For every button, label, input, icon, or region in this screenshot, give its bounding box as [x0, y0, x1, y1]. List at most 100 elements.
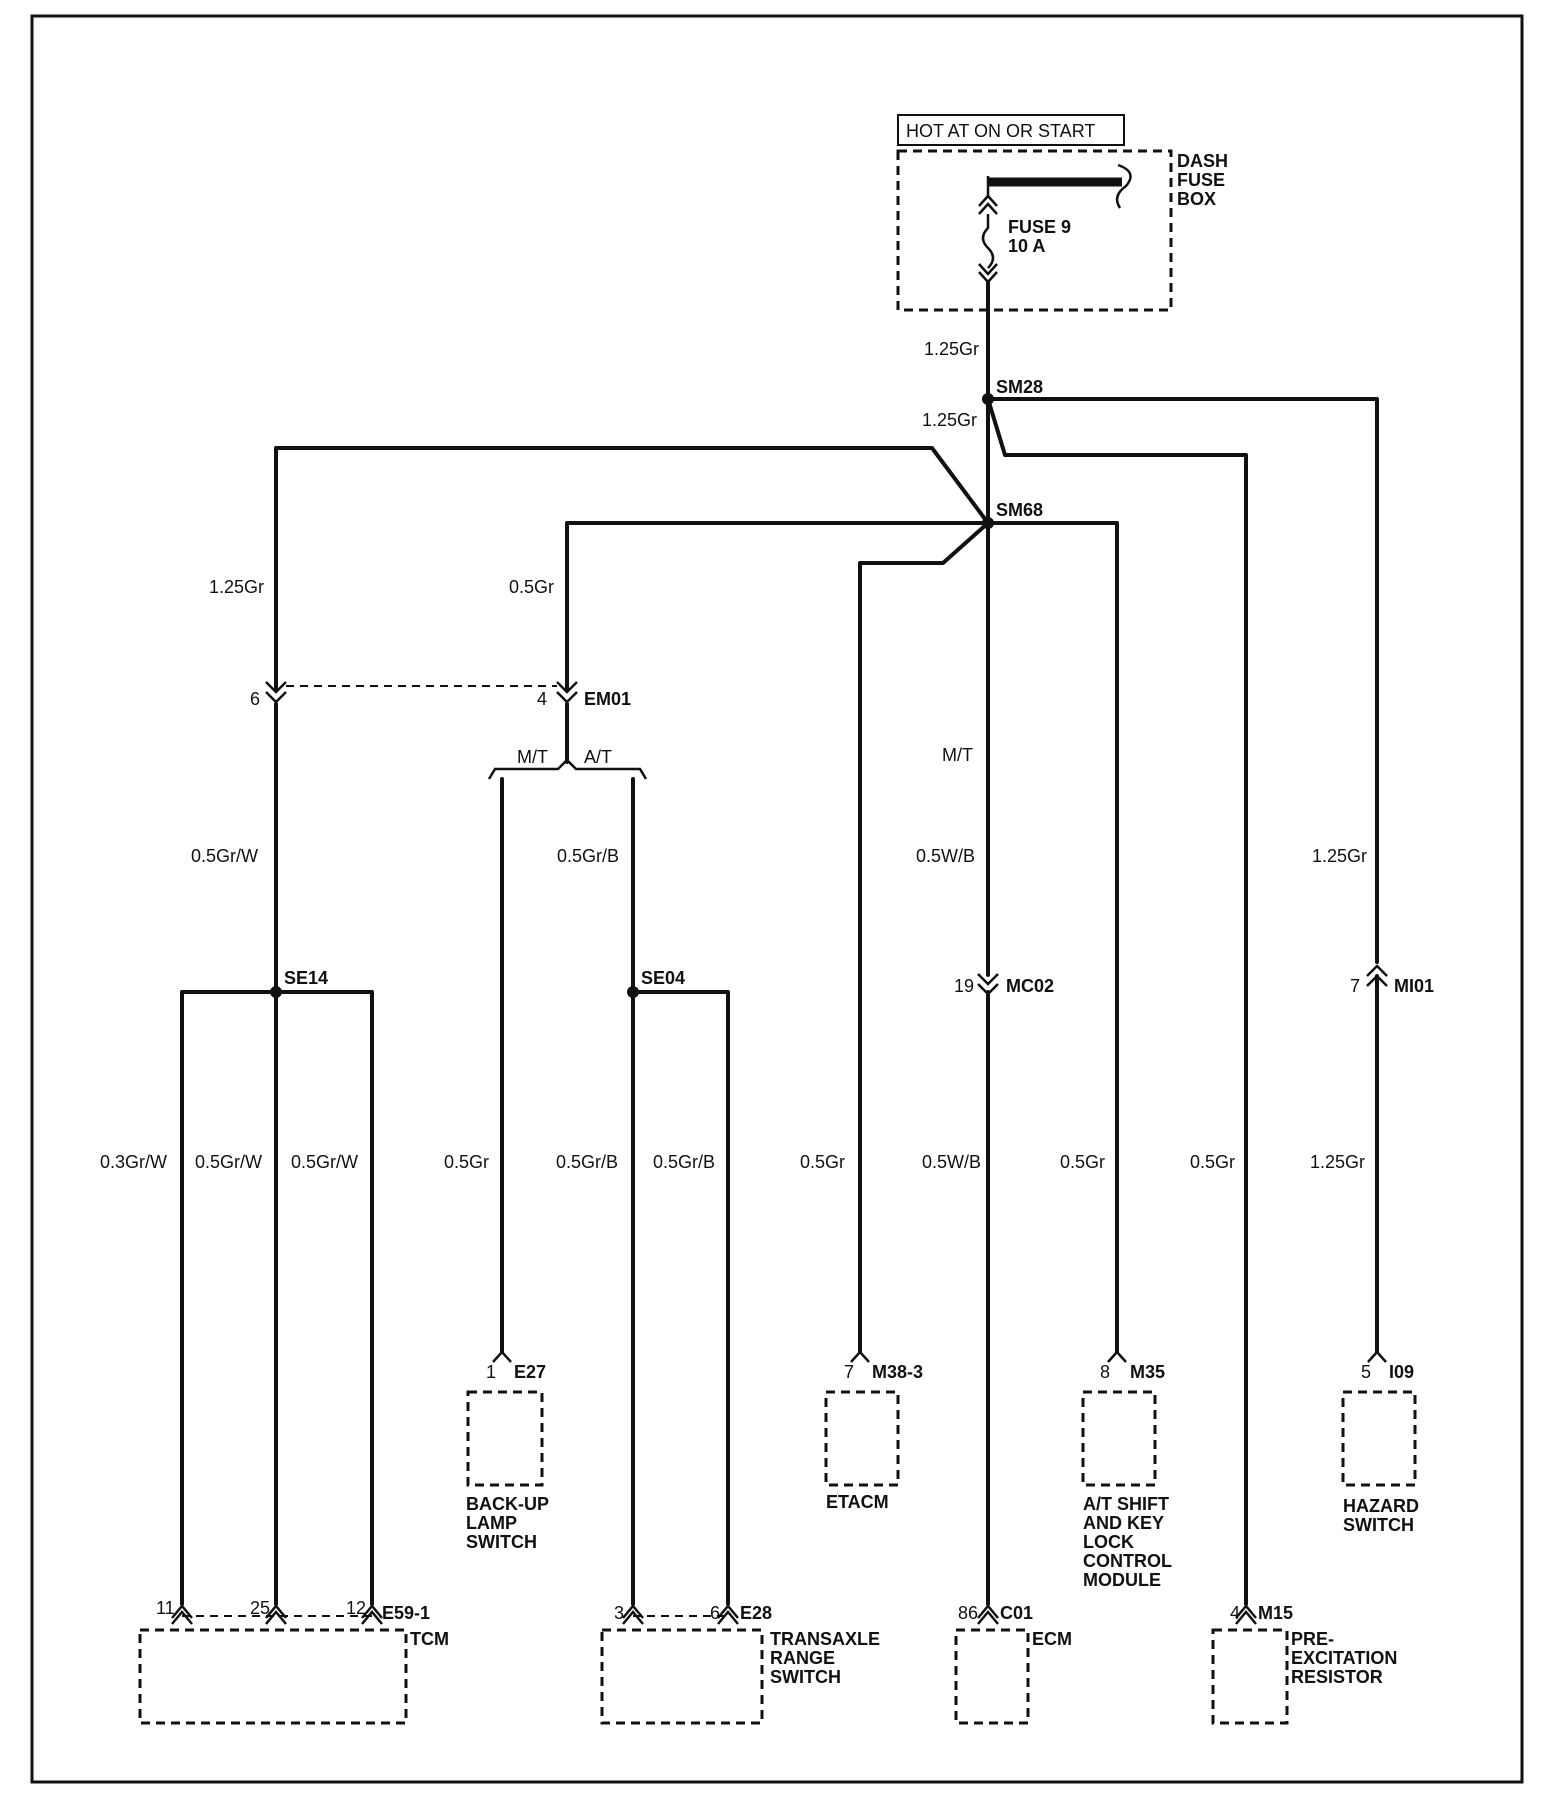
at-shift-module-name: A/T SHIFT AND KEY LOCK CONTROL MODULE — [1083, 1494, 1177, 1590]
hot-label-box — [897, 114, 1125, 146]
fuse-element-icon — [981, 214, 995, 269]
wire-label-tcm-2: 0.5Gr/W — [195, 1152, 262, 1172]
splice-se04-label: SE04 — [641, 968, 685, 988]
m35-label: M35 — [1130, 1362, 1165, 1382]
transaxle-range-switch-name: TRANSAXLE RANGE SWITCH — [770, 1629, 885, 1687]
wire-label-em01: 0.5Gr — [509, 577, 554, 597]
wire-sm68-left — [274, 446, 990, 692]
fuse-name: FUSE 9 — [1008, 217, 1071, 237]
fuse-top-chevron-icon — [978, 194, 998, 215]
e59-pin12-terminal-icon — [361, 1604, 383, 1625]
wire-label-ecm-main: 0.5W/B — [916, 846, 975, 866]
wire-label-left: 1.25Gr — [209, 577, 264, 597]
e28-label: E28 — [740, 1603, 772, 1623]
mi01-label: MI01 — [1394, 976, 1434, 996]
m15-label: M15 — [1258, 1603, 1293, 1623]
labels: SM28 SM68 SE14 SE04 1.25Gr 1.25Gr 1.25Gr… — [100, 339, 1434, 1687]
c01-pin: 86 — [958, 1603, 978, 1623]
tcm-name: TCM — [410, 1629, 449, 1649]
wire-label-feed-mid: 1.25Gr — [922, 410, 977, 430]
wire-sm68-etacm — [858, 521, 990, 1354]
wire-label-trans-main: 0.5Gr/B — [557, 846, 619, 866]
backup-lamp-switch-name: BACK-UP LAMP SWITCH — [466, 1494, 554, 1552]
e59-pin11-terminal-icon — [171, 1604, 193, 1625]
em01-pin-left: 6 — [250, 689, 260, 709]
m15-pin: 4 — [1230, 1603, 1240, 1623]
mi01-chevron-icon — [1366, 964, 1388, 987]
diagram-border — [30, 14, 1524, 1784]
m38-label: M38-3 — [872, 1362, 923, 1382]
splice-sm28-dot — [982, 393, 994, 405]
wire-se14-left — [180, 990, 278, 1606]
hazard-switch-box — [1341, 1390, 1417, 1487]
power-source: HOT AT ON OR START DASH FUSE BOX FUSE 9 … — [896, 114, 1233, 312]
wire-label-ecm: 0.5W/B — [922, 1152, 981, 1172]
e59-label: E59-1 — [382, 1603, 430, 1623]
e28-pin-6: 6 — [710, 1603, 720, 1623]
e59-pin25-terminal-icon — [265, 1604, 287, 1625]
wire-sm68-atshift — [986, 521, 1119, 1354]
wire-label-tcm-3: 0.5Gr/W — [291, 1152, 358, 1172]
wire-sm28-preexc — [986, 397, 1248, 1606]
main-wiring — [180, 280, 1379, 1606]
wire-label-etacm: 0.5Gr — [800, 1152, 845, 1172]
e28-pin-3: 3 — [614, 1603, 624, 1623]
m35-terminal-icon — [1107, 1350, 1127, 1363]
at-shift-module-box — [1081, 1390, 1157, 1487]
wire-label-trans-2: 0.5Gr/B — [653, 1152, 715, 1172]
hot-label: HOT AT ON OR START — [906, 121, 1095, 141]
mi01-pin: 7 — [1350, 976, 1360, 996]
c01-label: C01 — [1000, 1603, 1033, 1623]
e28-pin6-terminal-icon — [717, 1604, 739, 1625]
bus-bar-hook-icon — [1115, 163, 1132, 209]
etacm-box — [824, 1390, 900, 1487]
i09-pin: 5 — [1361, 1362, 1371, 1382]
wire-label-backup: 0.5Gr — [444, 1152, 489, 1172]
wire-label-tcm-1: 0.3Gr/W — [100, 1152, 167, 1172]
fuse-rating: 10 A — [1008, 236, 1045, 256]
e59-pin-12: 12 — [346, 1598, 366, 1618]
wire-label-tcm-main: 0.5Gr/W — [191, 846, 258, 866]
e59-pin-11: 11 — [156, 1598, 175, 1618]
inline-connectors — [265, 681, 1388, 996]
branch-label-at: A/T — [584, 747, 612, 767]
wire-label-preexc: 0.5Gr — [1190, 1152, 1235, 1172]
wire-se14-right — [274, 990, 374, 1606]
transaxle-range-switch-box — [600, 1628, 764, 1725]
backup-lamp-switch-box — [466, 1390, 544, 1487]
wire-sm28-hazard — [986, 397, 1379, 964]
branch-label-mt-center: M/T — [942, 745, 973, 765]
c01-terminal-icon — [977, 1604, 999, 1625]
m15-terminal-icon — [1235, 1604, 1257, 1625]
splice-se14-label: SE14 — [284, 968, 328, 988]
em01-pin-right: 4 — [537, 689, 547, 709]
dash-fuse-box-label: DASH FUSE BOX — [1177, 151, 1233, 209]
i09-terminal-icon — [1367, 1350, 1387, 1363]
m38-terminal-icon — [850, 1350, 870, 1363]
e59-pin-25: 25 — [250, 1598, 270, 1618]
m35-pin: 8 — [1100, 1362, 1110, 1382]
splice-se04-dot — [627, 986, 639, 998]
wire-se04-right — [631, 990, 730, 1606]
em01-left-chevron-icon — [265, 681, 287, 704]
mt-at-split-bracket — [487, 758, 648, 780]
ecm-box — [954, 1628, 1030, 1725]
em01-right-chevron-icon — [556, 681, 578, 704]
mc02-label: MC02 — [1006, 976, 1054, 996]
wire-label-feed-top: 1.25Gr — [924, 339, 979, 359]
e27-terminal-icon — [492, 1350, 512, 1363]
dash-fuse-box-outline — [896, 149, 1173, 312]
wire-sm68-em01 — [565, 521, 990, 692]
wire-label-hazard: 1.25Gr — [1310, 1152, 1365, 1172]
branch-label-mt-left: M/T — [517, 747, 548, 767]
splice-se14-dot — [270, 986, 282, 998]
splice-sm68-dot — [982, 517, 994, 529]
components — [138, 1350, 1417, 1725]
m38-pin: 7 — [844, 1362, 854, 1382]
wire-label-hazard-main: 1.25Gr — [1312, 846, 1367, 866]
pre-excitation-resistor-box — [1211, 1628, 1289, 1725]
tcm-box — [138, 1628, 408, 1725]
mc02-chevron-icon — [977, 973, 999, 996]
e27-label: E27 — [514, 1362, 546, 1382]
